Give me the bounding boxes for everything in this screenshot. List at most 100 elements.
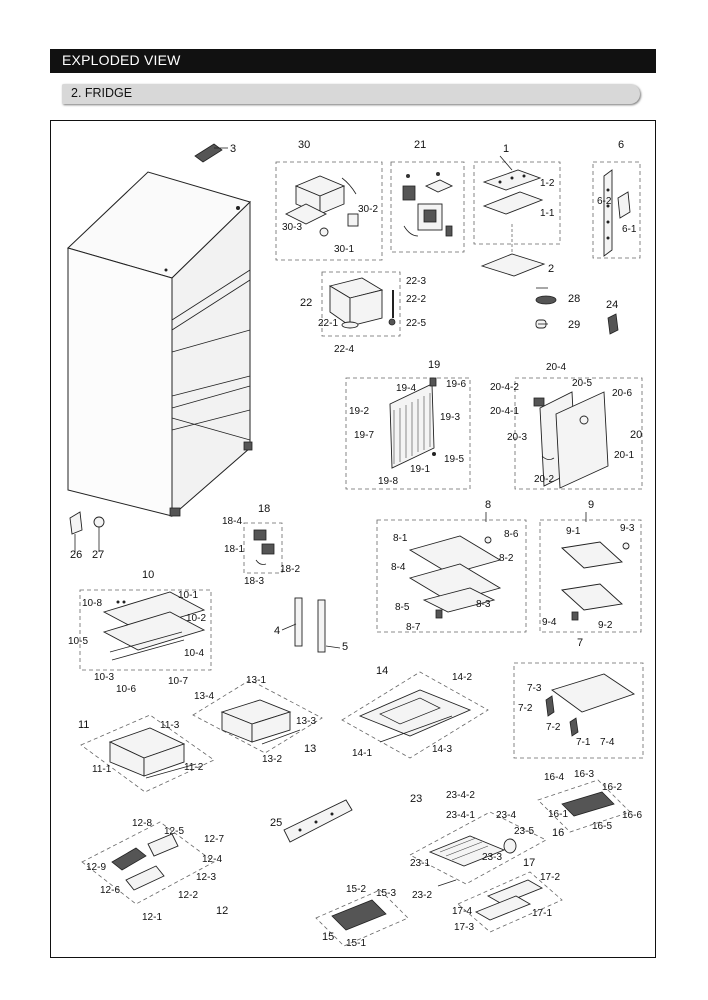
group-box-12 [81,821,215,905]
leader-line [281,623,297,631]
part-label-23-1: 23-1 [410,858,430,869]
group-box-14 [341,671,489,759]
part-label-8-7: 8-7 [406,622,421,633]
group-box-10 [79,589,212,671]
part-label-22-1: 22-1 [318,318,338,329]
part-label-22: 22 [300,297,312,309]
part-label-18-3: 18-3 [244,576,264,587]
part-label-7-1: 7-1 [576,737,591,748]
part-label-8-3: 8-3 [476,599,491,610]
part-label-16-2: 16-2 [602,782,622,793]
part-label-19-5: 19-5 [444,454,464,465]
part-label-17-1: 17-1 [532,908,552,919]
part-label-30-1: 30-1 [334,244,354,255]
part-26-27 [69,511,105,546]
part-label-10-5: 10-5 [68,636,88,647]
part-label-18-4: 18-4 [222,516,242,527]
part-12-assembly [111,833,179,891]
subsection-title: 2. FRIDGE [71,86,133,100]
part-label-16-5: 16-5 [592,821,612,832]
part-label-10-1: 10-1 [178,590,198,601]
part-label-15-3: 15-3 [376,888,396,899]
group-box-11 [80,714,215,793]
group-box-16 [537,779,631,833]
part-label-29: 29 [568,319,580,331]
group-box-18 [243,522,283,574]
group-box-13 [192,679,323,754]
part-label-8-2: 8-2 [499,553,514,564]
part-label-20-4-1: 20-4-1 [490,406,519,417]
part-label-30: 30 [298,139,310,151]
part-label-11-1: 11-1 [92,764,112,775]
part-label-22-2: 22-2 [406,294,426,305]
part-label-27: 27 [92,549,104,561]
part-label-7-4: 7-4 [600,737,615,748]
part-label-8-4: 8-4 [391,562,406,573]
group-box-1 [473,161,561,245]
part-label-10-8: 10-8 [82,598,102,609]
part-label-7-2: 7-2 [546,722,561,733]
leader-line [325,645,341,649]
part-label-20-3: 20-3 [507,432,527,443]
part-22-assembly [328,277,396,329]
part-label-6-1: 6-1 [622,224,637,235]
part-label-9-1: 9-1 [566,526,581,537]
part-label-30-2: 30-2 [358,204,378,215]
part-label-18-2: 18-2 [280,564,300,575]
part-label-12-4: 12-4 [202,854,222,865]
part-6-assembly [603,169,631,257]
part-label-19-3: 19-3 [440,412,460,423]
group-box-17 [457,871,563,933]
part-13-drawer [220,699,301,745]
leader-line [499,155,513,171]
group-box-6 [592,161,641,259]
part-23-tray [428,835,517,887]
group-box-8 [376,519,527,633]
part-10-crisper-cover [102,591,206,661]
part-label-12-6: 12-6 [100,885,120,896]
part-label-16-1: 16-1 [548,809,568,820]
part-label-12-7: 12-7 [204,834,224,845]
part-label-14-1: 14-1 [352,748,372,759]
part-label-23-4-1: 23-4-1 [446,810,475,821]
part-label-25: 25 [270,817,282,829]
part-label-14: 14 [376,665,388,677]
part-label-20-5: 20-5 [572,378,592,389]
part-9-shelf [561,541,630,621]
part-label-13-1: 13-1 [246,675,266,686]
part-label-19-7: 19-7 [354,430,374,441]
part-label-22-3: 22-3 [406,276,426,287]
part-label-19-2: 19-2 [349,406,369,417]
part-label-23: 23 [410,793,422,805]
part-label-12-3: 12-3 [196,872,216,883]
part-label-26: 26 [70,549,82,561]
part-label-16-4: 16-4 [544,772,564,783]
part-label-19-1: 19-1 [410,464,430,475]
diagram-frame [50,120,656,958]
group-box-7 [513,662,644,759]
part-25-bar [283,799,353,843]
part-label-18-1: 18-1 [224,544,244,555]
part-label-11-2: 11-2 [184,762,204,773]
part-label-11-3: 11-3 [160,720,180,731]
part-label-8: 8 [485,499,491,511]
part-label-14-3: 14-3 [432,744,452,755]
part-label-20-6: 20-6 [612,388,632,399]
part-label-8-1: 8-1 [393,533,408,544]
part-label-20-2: 20-2 [534,474,554,485]
part-label-24: 24 [606,299,618,311]
part-19-evaporator [389,377,437,469]
group-boxes [79,161,644,947]
part-3-hinge-cover [194,143,223,163]
part-label-10-6: 10-6 [116,684,136,695]
group-box-30 [275,161,383,261]
part-label-23-2: 23-2 [412,890,432,901]
part-label-10-7: 10-7 [168,676,188,687]
part-label-4: 4 [274,625,280,637]
part-label-2: 2 [548,263,554,275]
part-14-cover [358,689,472,743]
part-label-20: 20 [630,429,642,441]
part-label-9-4: 9-4 [542,617,557,628]
group-box-22 [321,271,401,337]
